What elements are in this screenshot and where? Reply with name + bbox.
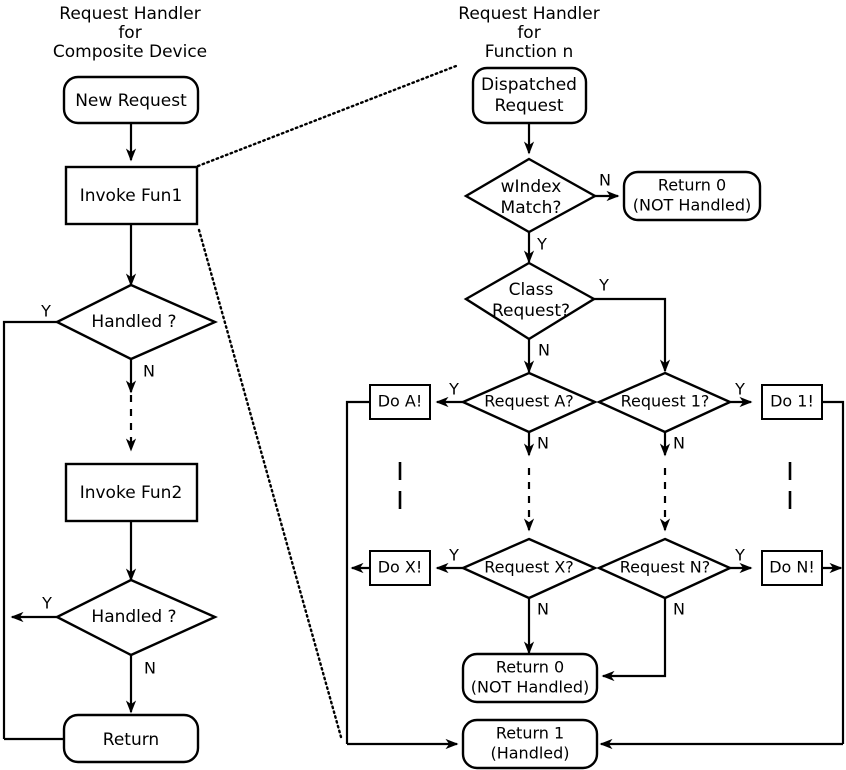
windex-match-line2: Match? bbox=[501, 198, 562, 218]
return0-bottom-shape bbox=[461, 652, 599, 704]
handled-1-shape bbox=[54, 283, 218, 361]
branch-request-n-no: N bbox=[673, 600, 685, 619]
do-x-shape bbox=[369, 550, 431, 586]
request-a-shape bbox=[460, 371, 598, 434]
request-x-label: Request X? bbox=[484, 558, 574, 577]
node-invoke-fun1[interactable]: Invoke Fun1 bbox=[64, 165, 199, 226]
node-invoke-fun2[interactable]: Invoke Fun2 bbox=[64, 462, 199, 523]
new-request-shape bbox=[62, 75, 200, 125]
do-n-label: Do N! bbox=[769, 558, 815, 577]
node-do-x[interactable]: Do X! bbox=[369, 550, 431, 586]
branch-request-n-yes: Y bbox=[734, 546, 745, 565]
return0-bottom-line2: (NOT Handled) bbox=[471, 678, 589, 697]
class-request-shape bbox=[463, 261, 597, 341]
node-handled-1[interactable]: Handled ? bbox=[54, 283, 218, 361]
node-windex-match[interactable]: wIndex Match? bbox=[463, 157, 598, 234]
branch-request-x-no: N bbox=[537, 600, 549, 619]
edge-do-1-to-right-rail bbox=[822, 400, 845, 744]
node-request-a[interactable]: Request A? bbox=[460, 371, 598, 434]
left-title-line1: Request Handler bbox=[59, 4, 200, 24]
node-return0-bottom[interactable]: Return 0 (NOT Handled) bbox=[461, 652, 599, 704]
branch-windex-yes: Y bbox=[536, 235, 547, 254]
invoke-fun1-label: Invoke Fun1 bbox=[80, 186, 183, 206]
handled-2-shape bbox=[54, 578, 218, 657]
right-panel-title: Request Handler for Function n bbox=[458, 4, 599, 62]
node-do-1[interactable]: Do 1! bbox=[761, 384, 823, 420]
do-1-shape bbox=[761, 384, 823, 420]
node-do-n[interactable]: Do N! bbox=[761, 550, 823, 586]
invoke-fun1-shape bbox=[64, 165, 199, 226]
class-request-line1: Class bbox=[509, 280, 554, 300]
return0-top-line1: Return 0 bbox=[658, 176, 726, 195]
edge-class-yes-to-request-1 bbox=[594, 297, 671, 373]
branch-handled1-no: N bbox=[143, 362, 155, 381]
return1-shape bbox=[461, 718, 599, 770]
branch-request-1-yes: Y bbox=[734, 380, 745, 399]
branch-request-a-no: N bbox=[537, 434, 549, 453]
request-x-shape bbox=[460, 537, 598, 600]
branch-request-1-no: N bbox=[673, 434, 685, 453]
edge-request-n-no-to-return0 bbox=[601, 598, 667, 682]
node-return0-top[interactable]: Return 0 (NOT Handled) bbox=[622, 170, 762, 222]
request-1-shape bbox=[596, 371, 733, 434]
node-request-1[interactable]: Request 1? bbox=[596, 371, 733, 434]
return0-bottom-line1: Return 0 bbox=[496, 658, 564, 677]
left-title-line2: for bbox=[118, 23, 141, 43]
node-class-request[interactable]: Class Request? bbox=[463, 261, 597, 341]
branch-handled2-yes: Y bbox=[41, 594, 52, 613]
return1-line1: Return 1 bbox=[496, 724, 564, 743]
edge-handled1-yes-rail bbox=[2, 320, 57, 739]
node-new-request[interactable]: New Request bbox=[62, 75, 200, 125]
node-request-x[interactable]: Request X? bbox=[460, 537, 598, 600]
return-shape bbox=[62, 713, 200, 764]
handled-2-label: Handled ? bbox=[91, 607, 176, 627]
windex-match-line1: wIndex bbox=[501, 177, 562, 197]
node-return1[interactable]: Return 1 (Handled) bbox=[461, 718, 599, 770]
node-do-a[interactable]: Do A! bbox=[369, 384, 431, 420]
do-1-label: Do 1! bbox=[770, 392, 814, 411]
branch-handled1-yes: Y bbox=[40, 302, 51, 321]
dispatched-request-line2: Request bbox=[494, 96, 563, 116]
left-panel-title: Request Handler for Composite Device bbox=[53, 4, 207, 62]
return1-line2: (Handled) bbox=[490, 744, 569, 763]
class-request-line2: Request? bbox=[492, 301, 570, 321]
branch-handled2-no: N bbox=[144, 659, 156, 678]
node-request-n[interactable]: Request N? bbox=[596, 537, 733, 600]
request-n-shape bbox=[596, 537, 733, 600]
left-title-line3: Composite Device bbox=[53, 42, 207, 62]
right-title-line2: for bbox=[517, 23, 540, 43]
branch-windex-no: N bbox=[599, 171, 611, 190]
branch-request-a-yes: Y bbox=[448, 380, 459, 399]
request-a-label: Request A? bbox=[484, 392, 574, 411]
node-dispatched-request[interactable]: Dispatched Request bbox=[471, 66, 588, 125]
node-handled-2[interactable]: Handled ? bbox=[54, 578, 218, 657]
do-x-label: Do X! bbox=[378, 558, 423, 577]
invoke-fun2-shape bbox=[64, 462, 199, 523]
return-label: Return bbox=[103, 730, 159, 750]
dispatched-request-shape bbox=[471, 66, 588, 125]
right-title-line3: Function n bbox=[485, 42, 574, 62]
return0-top-shape bbox=[622, 170, 762, 222]
right-title-line1: Request Handler bbox=[458, 4, 599, 24]
do-a-shape bbox=[369, 384, 431, 420]
dispatched-request-line1: Dispatched bbox=[481, 75, 577, 95]
request-n-label: Request N? bbox=[620, 558, 711, 577]
do-a-label: Do A! bbox=[378, 392, 423, 411]
windex-match-shape bbox=[463, 157, 598, 234]
edge-do-a-to-left-rail bbox=[345, 400, 370, 744]
connector-dotted-lower bbox=[197, 228, 343, 739]
node-return[interactable]: Return bbox=[62, 713, 200, 764]
return0-top-line2: (NOT Handled) bbox=[633, 196, 751, 215]
branch-class-no: N bbox=[538, 341, 550, 360]
connector-dotted-upper bbox=[196, 64, 458, 168]
invoke-fun2-label: Invoke Fun2 bbox=[80, 483, 183, 503]
handled-1-label: Handled ? bbox=[91, 312, 176, 332]
new-request-label: New Request bbox=[75, 91, 187, 111]
do-n-shape bbox=[761, 550, 823, 586]
branch-request-x-yes: Y bbox=[448, 546, 459, 565]
right-panel-edges bbox=[345, 122, 845, 750]
request-1-label: Request 1? bbox=[621, 392, 710, 411]
branch-class-yes: Y bbox=[598, 276, 609, 295]
